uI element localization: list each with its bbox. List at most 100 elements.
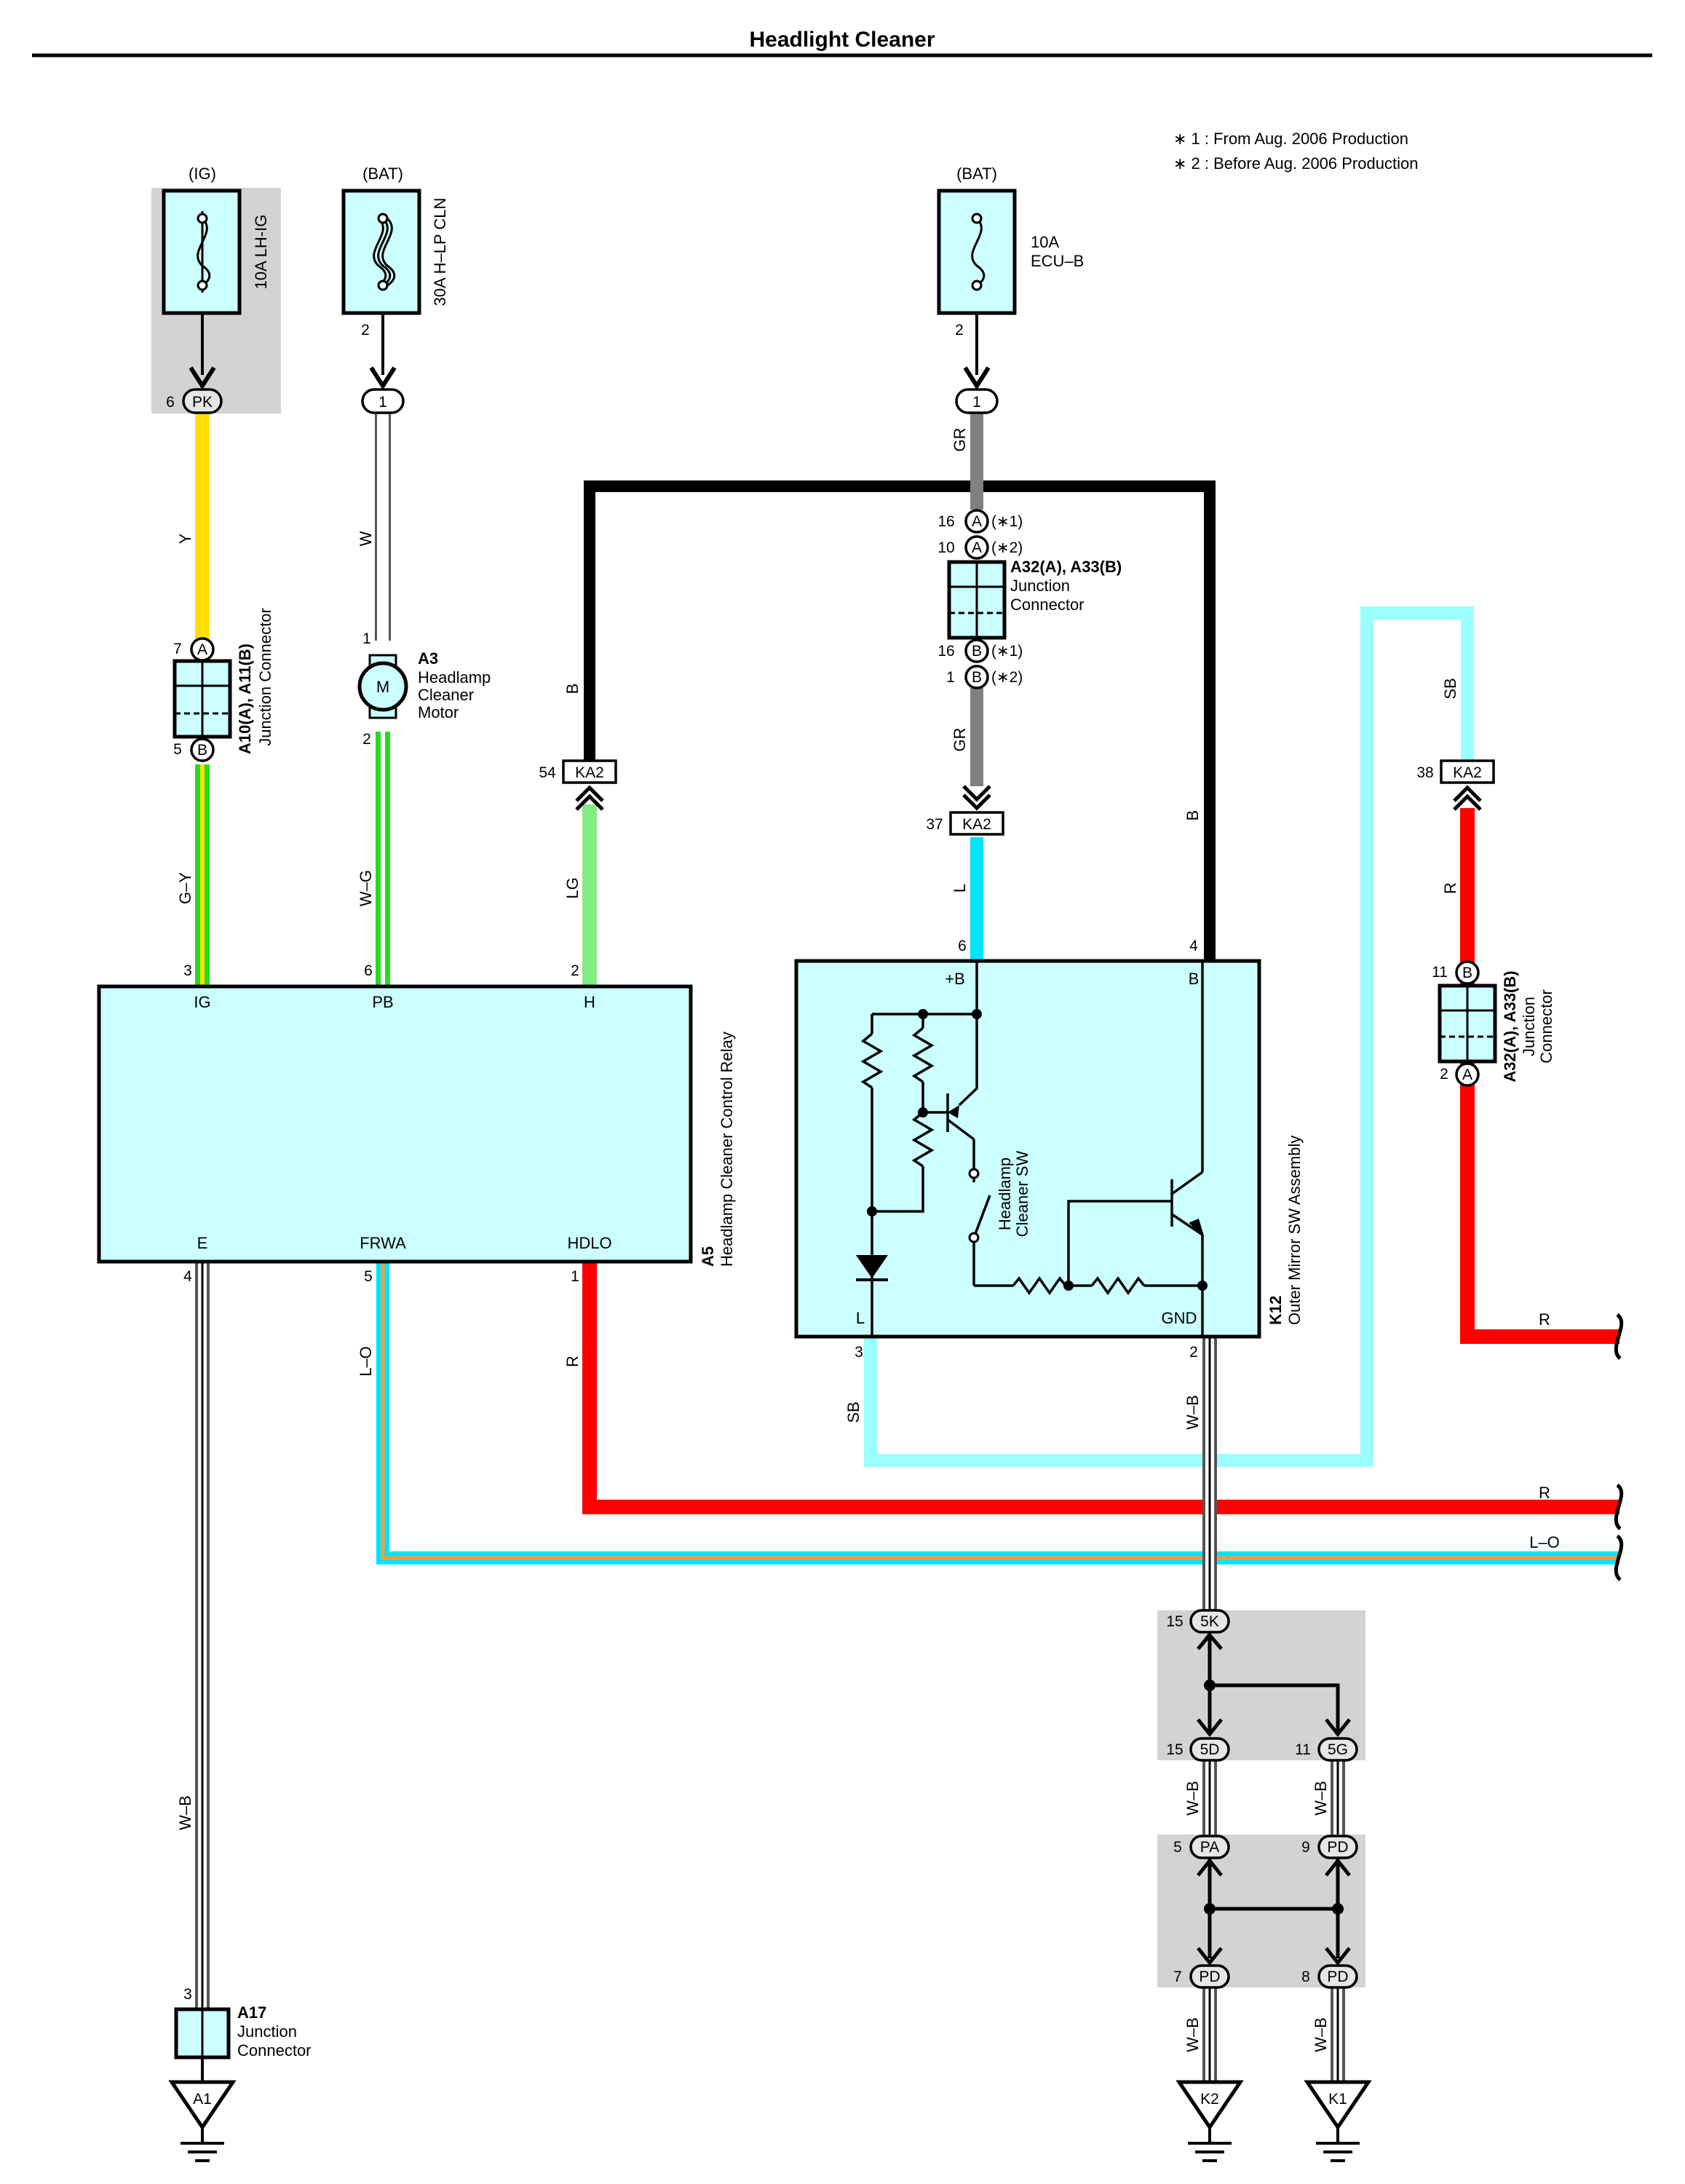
- a32-top-pin-b2: B: [972, 669, 982, 686]
- wire-label-wb-k1: W–B: [1312, 2017, 1330, 2052]
- a5-pin-pb: PB: [372, 993, 393, 1011]
- connector-5k-label: 5K: [1200, 1613, 1219, 1630]
- a32-top-num-16b: 16: [937, 643, 954, 660]
- a5-num-2: 2: [571, 962, 579, 979]
- k12-npn-arrow: [1189, 1218, 1204, 1236]
- connector-pd-9-label: PD: [1327, 1839, 1348, 1856]
- a10-pin-b: B: [197, 742, 207, 759]
- wire-label-lo-horiz: L–O: [1529, 1533, 1560, 1551]
- a5-num-5: 5: [364, 1268, 373, 1285]
- bat-label-2: (BAT): [956, 165, 997, 183]
- connector-pk-label: PK: [192, 394, 213, 411]
- k12-dot-mid: [1063, 1281, 1074, 1291]
- a32-right-desc-2: Connector: [1537, 989, 1555, 1064]
- connector-pa-pin: 5: [1173, 1839, 1182, 1856]
- a32-top-num-16a: 16: [937, 513, 954, 530]
- a10-pin-7: 7: [173, 641, 182, 657]
- connector-pd-7-label: PD: [1199, 1969, 1220, 1985]
- arrow-pd-8: [1325, 1947, 1351, 1966]
- junction-dot-2a: [1204, 1903, 1216, 1915]
- a10-desc: Junction Connector: [256, 608, 274, 746]
- connector-ecub-1: [955, 388, 999, 414]
- k12-num-6: 6: [958, 938, 967, 954]
- connector-pd-7: [1189, 1964, 1230, 1989]
- a5-pin-ig: IG: [194, 993, 210, 1011]
- a17-pin-3: 3: [183, 1986, 192, 2003]
- wire-break-r-2: [1614, 1483, 1624, 1530]
- note-1: ∗ 1 : From Aug. 2006 Production: [1173, 130, 1408, 148]
- connector-pd-7-pin: 7: [1173, 1969, 1182, 1985]
- a10-pin-a: A: [197, 641, 207, 658]
- a5-pin-e: E: [197, 1234, 208, 1252]
- wire-label-l: L: [951, 884, 969, 893]
- a5-code: A5: [699, 1246, 717, 1267]
- connector-5k: [1189, 1609, 1230, 1634]
- connector-pd-8: [1317, 1964, 1358, 1989]
- wire-break-lo: [1614, 1534, 1624, 1581]
- k12-num-3: 3: [855, 1344, 863, 1361]
- a32-right-code: A32(A), A33(B): [1501, 970, 1519, 1082]
- ground-a1-icon: [168, 2080, 237, 2162]
- connector-5d-pin: 15: [1166, 1741, 1183, 1758]
- junction-connector-a32-top: [947, 509, 1007, 689]
- a3-pin-2: 2: [362, 731, 371, 748]
- k12-switch-contact-top: [968, 1168, 980, 1179]
- headlamp-cleaner-motor-a3: [357, 654, 408, 719]
- k12-dot-left: [867, 1206, 877, 1216]
- wire-label-r-horiz-2: R: [1539, 1484, 1550, 1502]
- k12-desc: Outer Mirror SW Assembly: [1285, 1136, 1304, 1325]
- connector-5g-pin: 11: [1295, 1741, 1311, 1758]
- pin-2-ecub: 2: [955, 322, 964, 339]
- wire-label-sb-bottom: SB: [844, 1401, 863, 1423]
- k12-switch-contact-bottom: [968, 1232, 980, 1243]
- k12-dot-gnd: [1197, 1281, 1208, 1291]
- a32-right-desc-1: Junction: [1520, 997, 1538, 1056]
- bat-label-1: (BAT): [362, 165, 403, 183]
- wire-sb: [864, 606, 1474, 1467]
- fuse-hlp-cln: [341, 189, 421, 375]
- a5-desc: Headlamp Cleaner Control Relay: [718, 1032, 736, 1267]
- a5-num-1: 1: [571, 1268, 579, 1285]
- a5-num-6: 6: [364, 962, 373, 979]
- a3-desc-3: Motor: [418, 703, 459, 721]
- a10-code: A10(A), A11(B): [236, 644, 254, 754]
- motor-symbol: M: [376, 678, 389, 696]
- a32-top-pin-a1: A: [972, 513, 982, 530]
- a5-num-3: 3: [183, 962, 192, 979]
- wire-r-bottom: [582, 1262, 1619, 1514]
- wire-label-gr-top: GR: [951, 428, 969, 452]
- wire-label-wb-k2: W–B: [1184, 2017, 1202, 2052]
- arrow-hlp-1: [369, 366, 397, 390]
- ground-k2-label: K2: [1200, 2091, 1219, 2108]
- arrow-5g: [1325, 1718, 1351, 1738]
- a3-code: A3: [418, 649, 438, 668]
- connector-5d: [1189, 1737, 1230, 1762]
- a32-right-pin-b: B: [1462, 965, 1472, 981]
- fuse-lh-ig: [162, 189, 242, 375]
- a3-desc-1: Headlamp: [418, 668, 491, 687]
- a32-top-pin-a2: A: [972, 539, 982, 556]
- wire-label-wb-5d: W–B: [1184, 1781, 1202, 1816]
- k12-switch-label-1: Headlamp: [996, 1158, 1014, 1230]
- a32-top-note-2a: (∗2): [991, 539, 1023, 556]
- arrow-5d: [1197, 1718, 1223, 1738]
- a32-top-note-2b: (∗2): [991, 669, 1023, 686]
- fuse-ecu-b: [937, 189, 1017, 375]
- wire-label-wg: W–G: [357, 870, 375, 906]
- a32-top-desc-2: Connector: [1010, 596, 1085, 614]
- wire-label-wb-left: W–B: [176, 1795, 194, 1830]
- ground-k2-icon: [1175, 2080, 1244, 2162]
- connector-pd-8-pin: 8: [1301, 1969, 1310, 1985]
- diode-icon: [856, 1255, 888, 1278]
- a5-pin-h: H: [584, 993, 595, 1011]
- arrow-5k: [1197, 1632, 1223, 1650]
- connector-5d-label: 5D: [1200, 1741, 1220, 1758]
- headlamp-cleaner-control-relay-a5: [97, 984, 693, 1264]
- connector-pd-8-label: PD: [1327, 1969, 1348, 1985]
- ground-k1-icon: [1304, 2080, 1372, 2162]
- a32-top-pin-b1: B: [972, 643, 982, 660]
- a17-code: A17: [237, 2003, 266, 2022]
- a3-pin-1: 1: [362, 630, 371, 647]
- wire-label-r-vertical: R: [563, 1356, 582, 1367]
